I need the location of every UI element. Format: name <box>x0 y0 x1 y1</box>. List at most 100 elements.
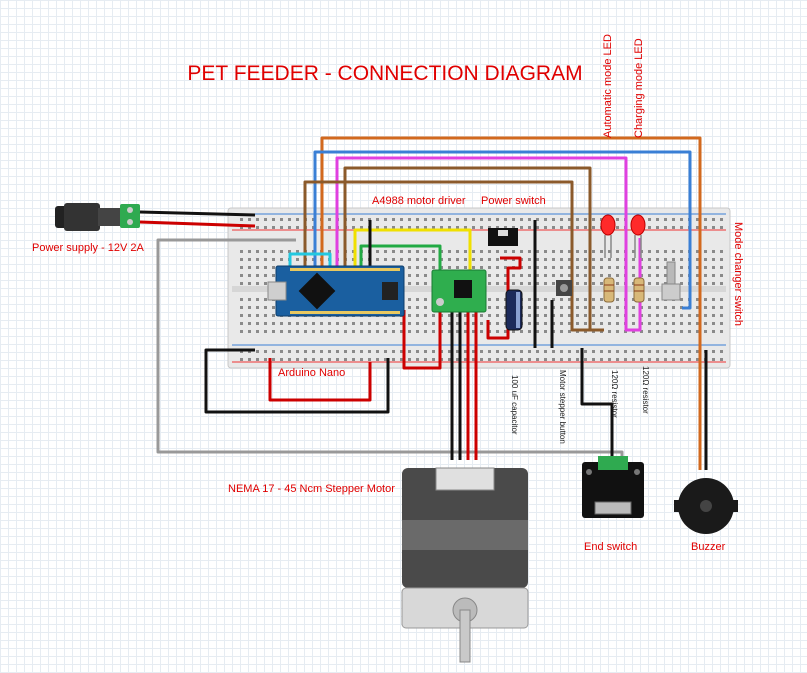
resistor-2-label: 120Ω resistor <box>641 366 650 414</box>
breadboard-hole <box>680 258 683 261</box>
breadboard-hole <box>392 322 395 325</box>
breadboard-hole <box>544 218 547 221</box>
breadboard-hole <box>400 350 403 353</box>
breadboard-hole <box>688 330 691 333</box>
breadboard-hole <box>616 306 619 309</box>
breadboard-hole <box>656 282 659 285</box>
breadboard-hole <box>696 258 699 261</box>
breadboard-hole <box>688 322 691 325</box>
breadboard-hole <box>264 314 267 317</box>
breadboard-hole <box>424 314 427 317</box>
breadboard-hole <box>296 218 299 221</box>
breadboard-hole <box>288 218 291 221</box>
breadboard-hole <box>424 358 427 361</box>
breadboard-hole <box>680 358 683 361</box>
breadboard-hole <box>608 274 611 277</box>
breadboard-hole <box>360 226 363 229</box>
breadboard-hole <box>648 350 651 353</box>
breadboard-hole <box>712 226 715 229</box>
breadboard-hole <box>288 330 291 333</box>
breadboard-hole <box>680 282 683 285</box>
breadboard-hole <box>248 298 251 301</box>
breadboard-hole <box>664 218 667 221</box>
breadboard-hole <box>392 330 395 333</box>
breadboard-hole <box>672 226 675 229</box>
breadboard-hole <box>392 350 395 353</box>
breadboard-hole <box>592 258 595 261</box>
breadboard-hole <box>272 266 275 269</box>
breadboard-hole <box>568 266 571 269</box>
breadboard-hole <box>368 358 371 361</box>
breadboard-hole <box>472 358 475 361</box>
breadboard-hole <box>424 322 427 325</box>
breadboard-hole <box>656 314 659 317</box>
stepper-motor <box>401 467 529 663</box>
breadboard-hole <box>488 250 491 253</box>
breadboard-hole <box>264 358 267 361</box>
breadboard-hole <box>712 274 715 277</box>
breadboard-hole <box>248 314 251 317</box>
breadboard-hole <box>544 226 547 229</box>
breadboard-hole <box>408 274 411 277</box>
breadboard-hole <box>296 226 299 229</box>
breadboard-hole <box>272 218 275 221</box>
breadboard-hole <box>256 282 259 285</box>
breadboard-hole <box>496 226 499 229</box>
breadboard-hole <box>568 218 571 221</box>
breadboard-hole <box>576 358 579 361</box>
end-switch <box>582 456 644 518</box>
power-supply-jack <box>55 203 140 231</box>
breadboard-hole <box>376 226 379 229</box>
breadboard-hole <box>664 266 667 269</box>
breadboard-hole <box>432 250 435 253</box>
breadboard-hole <box>568 226 571 229</box>
breadboard-hole <box>592 350 595 353</box>
breadboard-hole <box>688 314 691 317</box>
breadboard-hole <box>696 358 699 361</box>
breadboard-hole <box>720 274 723 277</box>
breadboard-hole <box>400 330 403 333</box>
breadboard-hole <box>312 358 315 361</box>
breadboard-hole <box>632 298 635 301</box>
breadboard-hole <box>296 350 299 353</box>
breadboard-hole <box>528 218 531 221</box>
breadboard-hole <box>696 250 699 253</box>
breadboard-hole <box>504 266 507 269</box>
breadboard-hole <box>480 330 483 333</box>
breadboard-hole <box>488 226 491 229</box>
arduino-nano <box>267 265 405 317</box>
breadboard-hole <box>576 218 579 221</box>
breadboard-hole <box>632 266 635 269</box>
breadboard-hole <box>344 330 347 333</box>
breadboard-hole <box>504 250 507 253</box>
breadboard-hole <box>584 322 587 325</box>
breadboard-hole <box>448 226 451 229</box>
breadboard-hole <box>720 282 723 285</box>
breadboard-hole <box>296 358 299 361</box>
breadboard-hole <box>648 322 651 325</box>
breadboard-hole <box>664 350 667 353</box>
breadboard-hole <box>512 226 515 229</box>
breadboard-hole <box>504 218 507 221</box>
breadboard-hole <box>456 266 459 269</box>
breadboard-hole <box>432 322 435 325</box>
breadboard-hole <box>248 322 251 325</box>
breadboard-hole <box>272 314 275 317</box>
breadboard-hole <box>480 358 483 361</box>
breadboard-hole <box>400 250 403 253</box>
breadboard-hole <box>416 358 419 361</box>
breadboard-hole <box>512 250 515 253</box>
breadboard-hole <box>696 306 699 309</box>
breadboard-hole <box>472 218 475 221</box>
wire-black <box>139 210 256 217</box>
breadboard-hole <box>568 350 571 353</box>
breadboard-hole <box>704 322 707 325</box>
breadboard-hole <box>296 330 299 333</box>
breadboard-hole <box>264 322 267 325</box>
breadboard-hole <box>656 330 659 333</box>
breadboard-hole <box>512 350 515 353</box>
breadboard-hole <box>256 298 259 301</box>
breadboard-hole <box>256 306 259 309</box>
breadboard-hole <box>584 358 587 361</box>
automatic-led-label: Automatic mode LED <box>602 34 614 138</box>
